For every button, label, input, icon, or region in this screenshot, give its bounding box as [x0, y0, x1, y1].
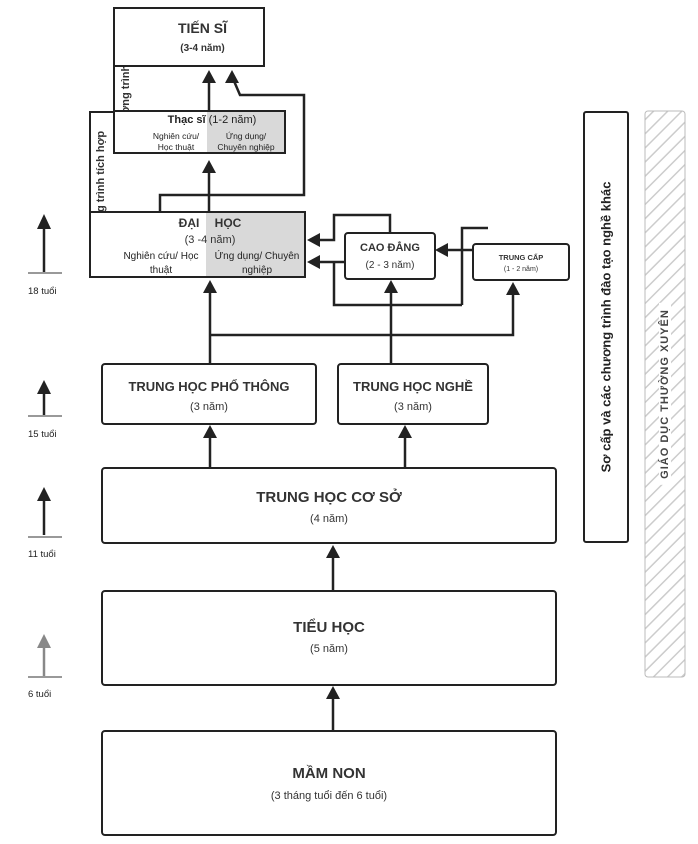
thac-si-duration: (1-2 năm) [208, 114, 257, 126]
thac-si-title-row: Thạc sĩ (1-2 năm) [140, 114, 284, 126]
cao-dang-title: CAO ĐẲNG [360, 242, 420, 254]
age-label-15: 15 tuổi [28, 429, 57, 440]
thac-si-title: Thạc sĩ [167, 114, 206, 126]
trung-cap-title: TRUNG CẤP [498, 253, 544, 262]
tien-si-title: TIẾN SĨ [177, 20, 227, 36]
thpt-title: TRUNG HỌC PHỔ THÔNG [128, 379, 290, 394]
box-trung-cap: TRUNG CẤP (1 - 2 năm) [472, 243, 570, 281]
age-label-18: 18 tuổi [28, 286, 57, 297]
box-trung-hoc-nghe: TRUNG HỌC NGHỀ (3 năm) [337, 363, 489, 425]
vocational-programs-label: Sơ cấp và các chương trình đào tạo nghề … [598, 181, 614, 473]
tieu-hoc-title: TIỂU HỌC [293, 619, 365, 636]
thac-si-applied: Ứng dụng/ Chuyên nghiệp [217, 131, 275, 152]
dai-hoc-applied: Ứng dụng/ Chuyên nghiệp [214, 251, 300, 276]
box-trung-hoc-pho-thong: TRUNG HỌC PHỔ THÔNG (3 năm) [101, 363, 317, 425]
thn-title: TRUNG HỌC NGHỀ [353, 379, 473, 394]
cao-dang-duration: (2 - 3 năm) [365, 260, 415, 271]
thcs-title: TRUNG HỌC CƠ SỞ [256, 489, 402, 506]
thcs-duration: (4 năm) [310, 513, 348, 525]
box-mam-non: MẦM NON (3 tháng tuổi đến 6 tuổi) [101, 730, 557, 836]
mam-non-title: MẦM NON [292, 765, 366, 782]
tien-si-duration: (3-4 năm) [180, 43, 225, 54]
mam-non-duration: (3 tháng tuổi đến 6 tuổi) [270, 790, 388, 802]
thac-si-applied-shade [207, 112, 284, 152]
thpt-duration: (3 năm) [190, 401, 228, 413]
box-tien-si: TIẾN SĨ (3-4 năm) [113, 7, 265, 67]
dai-hoc-title: ĐẠI HỌC [178, 216, 242, 230]
tieu-hoc-duration: (5 năm) [310, 643, 348, 655]
thac-si-research: Nghiên cứu/ Học thuật [152, 131, 200, 152]
age-label-6: 6 tuổi [28, 689, 52, 700]
box-dai-hoc: ĐẠI HỌC (3 -4 năm) Nghiên cứu/ Học thuật… [89, 211, 306, 278]
box-vocational-programs [583, 111, 629, 543]
dai-hoc-research: Nghiên cứu/ Học thuật [123, 251, 199, 276]
dai-hoc-applied-shade [206, 213, 304, 276]
age-label-11: 11 tuổi [28, 549, 56, 560]
continuing-education-label: GIÁO DỤC THƯỜNG XUYÊN [659, 303, 671, 485]
thn-duration: (3 năm) [394, 401, 432, 413]
box-tieu-hoc: TIỂU HỌC (5 năm) [101, 590, 557, 686]
box-thac-si: Thạc sĩ (1-2 năm) Nghiên cứu/ Học thuật … [113, 110, 286, 154]
trung-cap-duration: (1 - 2 năm) [503, 266, 539, 273]
box-cao-dang: CAO ĐẲNG (2 - 3 năm) [344, 232, 436, 280]
box-trung-hoc-co-so: TRUNG HỌC CƠ SỞ (4 năm) [101, 467, 557, 544]
dai-hoc-duration: (3 -4 năm) [184, 234, 236, 246]
